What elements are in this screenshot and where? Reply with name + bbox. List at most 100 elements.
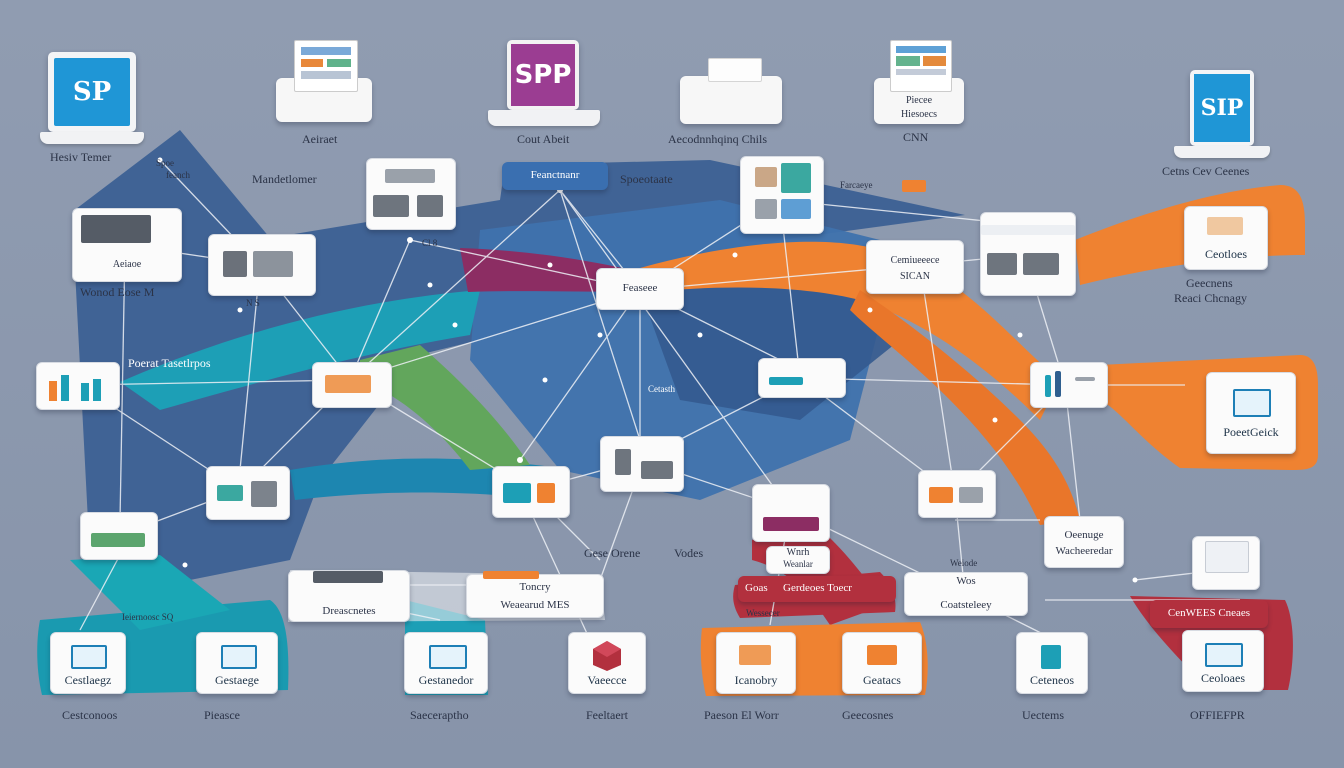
orange-ribbon-lower [850, 290, 1080, 525]
center-monitor[interactable]: SPP [507, 40, 579, 110]
card-aeiaoe-label: Aeiaoe [112, 259, 142, 270]
bottom-card-6[interactable]: Geatacs [842, 632, 922, 694]
card-aeiaoe[interactable]: Aeiaoe [72, 208, 182, 282]
card-orange-small[interactable] [918, 470, 996, 518]
ceotloes-icon [1207, 217, 1243, 235]
right-laptop-screen[interactable]: SIP [1190, 70, 1254, 146]
spp-logo: SPP [511, 44, 575, 106]
card-purple-tiles[interactable] [752, 484, 830, 542]
card-left-green[interactable] [80, 512, 158, 560]
center-screen-panel [641, 461, 673, 479]
bottom-card-2[interactable]: Gestaege [196, 632, 278, 694]
center-monitor-caption: Cout Abeit [517, 132, 570, 146]
center-monitor-base [488, 110, 600, 126]
card-gerdeoes[interactable]: Goas Gerdeoes Toecr [738, 576, 896, 602]
card-sicaw[interactable]: Cemiueeece SICAN [866, 240, 964, 294]
label-mandetomer: Mandetlomer [252, 172, 317, 186]
bottom-card-3[interactable]: Gestanedor [404, 632, 488, 694]
card-top-right-doc[interactable] [740, 156, 824, 234]
card-green-tiles[interactable] [206, 466, 290, 520]
card-top-mid-caption: Cl 8 [422, 238, 438, 248]
report-icon [896, 46, 946, 75]
card-cenwecs[interactable]: CenWEES Cneaes [1150, 600, 1268, 628]
bottom-card-4[interactable]: Vaeecce [568, 632, 646, 694]
side-chart-bar-2 [1055, 371, 1061, 397]
label-wonod-rose: Wonod Eose M [80, 285, 155, 299]
bottom-caption-4: Feeltaert [586, 708, 628, 722]
card-sep[interactable] [492, 466, 570, 518]
card-oeerliege[interactable]: Oeenuge Wacheeredar [1044, 516, 1124, 568]
printer-1-sheet [294, 40, 358, 92]
left-laptop-screen[interactable]: SP [48, 52, 136, 132]
card-small-ui[interactable] [758, 358, 846, 398]
card-cemiuesece-label: Cemiueeece [890, 255, 940, 266]
card-toncry[interactable]: Toncry Weaearud MES [466, 571, 604, 618]
card-dreascnetes[interactable]: Dreascnetes [288, 570, 410, 622]
side-chart-bar-3 [1075, 377, 1095, 381]
card-feanctnanr-label: Feanctnanr [530, 169, 580, 181]
card-wnrh[interactable]: Wnrh Weanlar [766, 546, 830, 574]
card-orange-tiles[interactable] [312, 362, 392, 408]
doc-img-4 [781, 199, 811, 219]
left-laptop-base [40, 132, 144, 144]
label-spoe: Spoe [156, 158, 174, 168]
label-ieiernoosc: Ieiernoosc SQ [122, 612, 174, 622]
card-wnrh-top: Wnrh [786, 547, 810, 558]
card-wos[interactable]: Wos Coatsteleey [904, 572, 1028, 616]
card-toncry-label: Toncry [519, 581, 551, 593]
printer-2[interactable] [680, 76, 782, 124]
purple-tile [763, 517, 819, 531]
card-pocetseick[interactable]: PoeetGeick [1206, 372, 1296, 454]
card-right-printer[interactable] [980, 212, 1076, 296]
card-cenwecs-label: CenWEES Cneaes [1167, 607, 1251, 619]
card-monitor-left-screen [223, 251, 247, 277]
dreascnetes-bar [313, 571, 383, 583]
card-bar-chart[interactable] [36, 362, 120, 410]
printer-2-caption: Aecodnnhqinq Chils [668, 132, 767, 146]
card-top-mid[interactable] [366, 158, 456, 230]
bottom-caption-5: Paeson El Worr [704, 708, 779, 722]
right-printer-screen-1 [987, 253, 1017, 275]
card-ceotloes[interactable]: Ceotloes [1184, 206, 1268, 270]
card-fcoleso[interactable] [1192, 536, 1260, 590]
right-laptop-base [1174, 146, 1270, 158]
sp-logo: SP [54, 58, 130, 126]
label-weiode: Weiode [950, 558, 978, 568]
right-printer-screen-2 [1023, 253, 1059, 275]
bottom-caption-3: Saeceraptho [410, 708, 469, 722]
doc-img-2 [781, 163, 811, 193]
label-vodes: Vodes [674, 546, 704, 560]
label-geecnens: Geecnens [1186, 276, 1233, 290]
card-side-chart[interactable] [1030, 362, 1108, 408]
label-cetasth: Cetasth [648, 384, 675, 394]
orange-tile [325, 375, 371, 393]
side-chart-bar-1 [1045, 375, 1051, 397]
printer-2-top [708, 58, 762, 82]
card-top-mid-bar [385, 169, 435, 183]
bottom-card-7[interactable]: Ceteneos [1016, 632, 1088, 694]
green-ribbon [360, 345, 530, 470]
card-coatsteleey-label: Coatsteleey [940, 599, 992, 611]
bottom-card-7-icon [1041, 645, 1061, 669]
bottom-card-5[interactable]: Icanobry [716, 632, 796, 694]
card-feanctnanr[interactable]: Feanctnanr [502, 162, 608, 190]
bottom-card-7-label: Ceteneos [1030, 673, 1074, 687]
bottom-caption-1: Cestconoos [62, 708, 118, 722]
printer-3-sheet [890, 40, 952, 92]
card-top-mid-panel [417, 195, 443, 217]
small-ui-bar [769, 377, 803, 385]
card-center-screen[interactable] [600, 436, 684, 492]
label-farcaeye: Farcaeye [840, 180, 873, 190]
label-poerat: Poerat Tasetlrpos [128, 356, 211, 370]
card-monitor-left[interactable] [208, 234, 316, 296]
bottom-card-1[interactable]: Cestlaegz [50, 632, 126, 694]
printer-1-caption: Aeiraet [302, 132, 338, 146]
card-ceotloes-label: Ceotloes [1205, 247, 1247, 261]
bottom-card-5-label: Icanobry [734, 673, 778, 687]
card-dreascnetes-label: Dreascnetes [322, 605, 376, 617]
card-wachoredar-label: Wacheeredar [1055, 545, 1113, 557]
sep-logo-teal [503, 483, 531, 503]
card-feaseee[interactable]: Feaseee [596, 268, 684, 310]
sep-logo-orange [537, 483, 555, 503]
bottom-card-8[interactable]: Ceoloaes [1182, 630, 1264, 692]
